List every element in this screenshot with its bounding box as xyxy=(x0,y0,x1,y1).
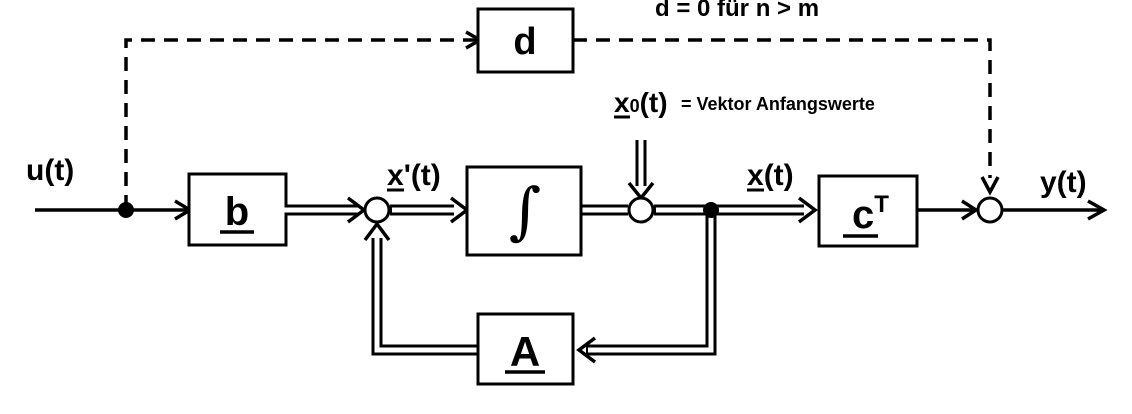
block-d-label: d xyxy=(513,21,536,63)
block-A: A xyxy=(476,312,575,386)
label-derivative-x: x'(t) xyxy=(387,159,441,192)
vector-signal-lines xyxy=(284,138,806,356)
arrow-into-output-sum xyxy=(980,176,1000,196)
block-cT-label: cT xyxy=(852,191,889,237)
initial-values-description: = Vektor Anfangswerte xyxy=(681,94,875,114)
label-state-x: x(t) xyxy=(747,159,794,192)
feedthrough-dashed-path xyxy=(124,30,1000,209)
state-branch-node xyxy=(703,202,719,218)
block-integrator: ∫ xyxy=(465,165,583,257)
output-path xyxy=(917,199,1108,221)
block-b-label: b xyxy=(225,190,249,234)
block-A-label: A xyxy=(510,328,540,375)
input-path xyxy=(35,199,194,221)
label-output-y: y(t) xyxy=(1040,166,1087,199)
direct-feedthrough-note: d = 0 für n > m xyxy=(655,0,819,22)
label-input-u: u(t) xyxy=(26,154,74,187)
summing-junction-initial xyxy=(627,196,655,224)
input-branch-node xyxy=(118,202,134,218)
svg-text:x'(t): x'(t) xyxy=(387,159,441,192)
integrator-symbol: ∫ xyxy=(509,174,541,247)
block-cT: cT xyxy=(817,174,919,248)
svg-text:x0(t): x0(t) xyxy=(614,87,668,118)
label-initial-x0: x0(t) = Vektor Anfangswerte xyxy=(614,87,875,119)
summing-junction-output xyxy=(976,196,1004,224)
summing-junction-state xyxy=(363,196,391,224)
svg-text:x(t): x(t) xyxy=(747,159,794,192)
block-d: d xyxy=(476,7,575,74)
block-b: b xyxy=(187,172,288,247)
